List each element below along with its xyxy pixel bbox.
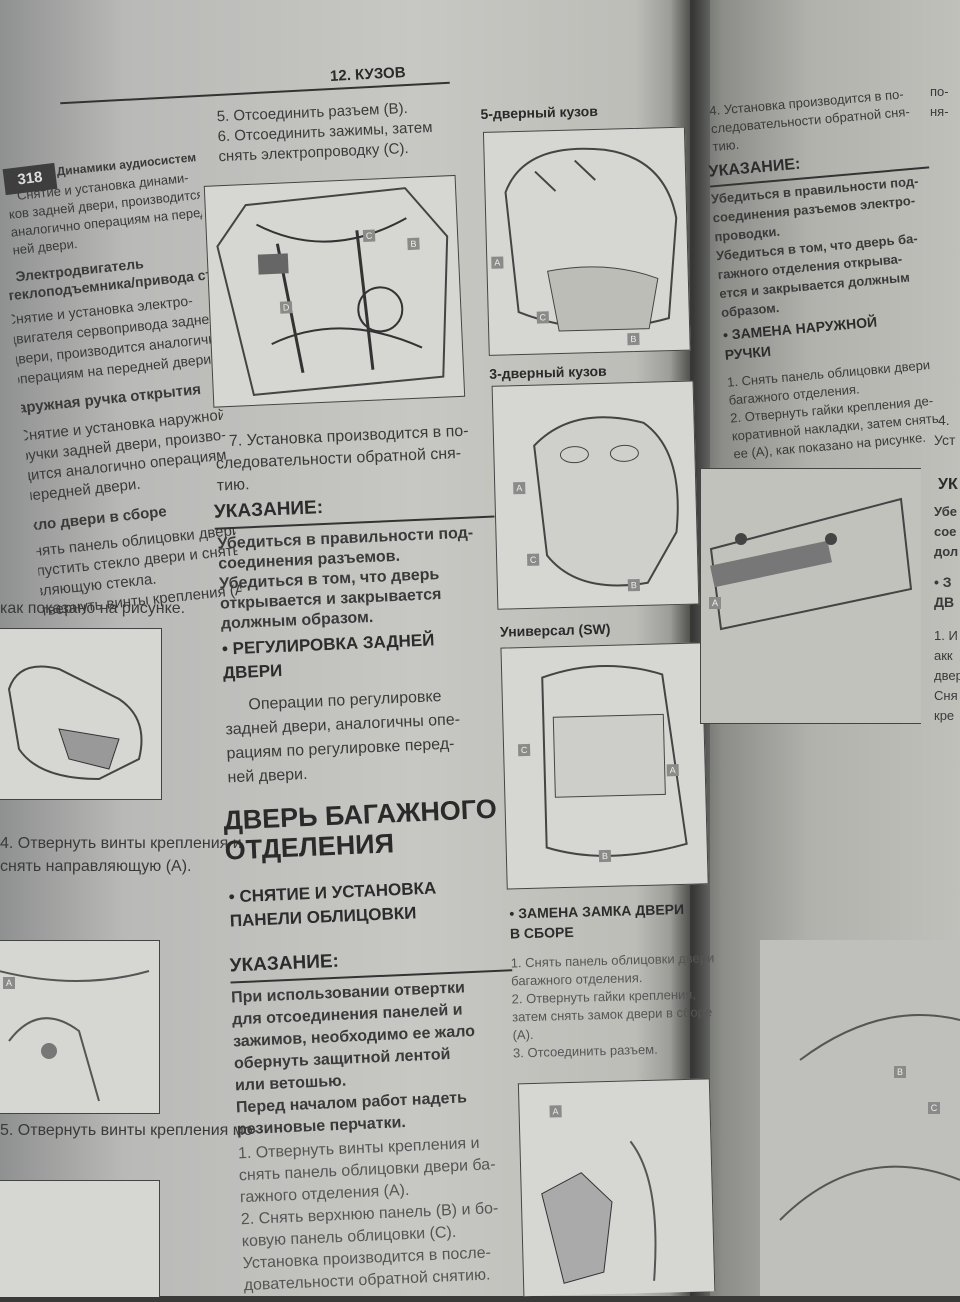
lock-title: • ЗАМЕНА ЗАМКА ДВЕРИ <box>509 900 685 922</box>
door-glass-drawing <box>7 665 143 781</box>
col-a-line: 4. Отвернуть винты крепления и <box>0 835 242 852</box>
frag: УК <box>938 476 958 493</box>
label-b: B <box>894 1066 906 1078</box>
body5-caption: 5-дверный кузов <box>480 102 599 122</box>
label-a: A <box>549 1105 562 1118</box>
right-line: тию. <box>711 136 740 155</box>
label-c: C <box>536 311 549 324</box>
remove-title: ПАНЕЛИ ОБЛИЦОВКИ <box>229 903 417 931</box>
label-b: B <box>627 578 641 592</box>
figure-lock: A <box>517 1078 716 1297</box>
label-a: A <box>666 764 679 777</box>
frag: • З <box>934 574 952 590</box>
column-c: 5-дверный кузов A C B 3-дверный кузов A … <box>480 91 721 1297</box>
tailgate-5door-drawing <box>504 147 678 332</box>
label-a: A <box>491 256 504 269</box>
frag: Уст <box>934 432 956 448</box>
figure-5door: A C B <box>482 126 691 356</box>
note1-title: УКАЗАНИЕ: <box>213 497 324 523</box>
frag: сое <box>934 524 957 539</box>
frag: кре <box>934 708 955 723</box>
right-note-title: УКАЗАНИЕ: <box>708 155 802 181</box>
frag: ня- <box>930 104 949 119</box>
tailgate-sw-drawing <box>541 665 688 857</box>
section-title: ОТДЕЛЕНИЯ <box>224 828 395 866</box>
frag: 1. И <box>934 628 958 643</box>
right-note-line: образом. <box>720 300 780 321</box>
label-b: B <box>598 849 612 863</box>
handle-title: РУЧКИ <box>724 342 772 363</box>
adjust-line: ней двери. <box>227 765 308 787</box>
figure-door-glass <box>0 628 162 800</box>
figure-right-bottom: B C <box>760 940 960 1296</box>
rear-door-wiring-drawing <box>216 187 449 397</box>
label-c: C <box>527 553 540 566</box>
frag: по- <box>930 84 949 99</box>
frag: дол <box>934 544 959 559</box>
adjust-title: ДВЕРИ <box>222 660 283 683</box>
adjust-title: • РЕГУЛИРОВКА ЗАДНЕЙ <box>221 630 435 659</box>
body3-caption: 3-дверный кузов <box>489 362 607 382</box>
label-c: C <box>928 1102 940 1114</box>
guide-drawing <box>0 970 150 1102</box>
figure-3door: A C B <box>491 380 700 610</box>
figure-handle: A <box>700 468 921 724</box>
label-c: C <box>517 743 531 757</box>
col-a-line: 5. Отвернуть винты крепления мо- <box>0 1122 258 1139</box>
frag: Сня <box>934 688 958 703</box>
step7-line: тию. <box>216 476 250 495</box>
figure-bottom-left <box>0 1180 160 1297</box>
column-b: 5. Отсоединить разъем (B). 6. Отсоединит… <box>200 88 522 1295</box>
frag: дверь <box>934 668 960 683</box>
figure-rear-door-wiring: B C D <box>203 174 466 408</box>
lock-step: затем снять замок двери в сборе <box>511 1004 713 1025</box>
figure-guide: A <box>0 940 160 1114</box>
label-b: B <box>407 237 420 251</box>
col-a-line: как показано на рисунке. <box>0 600 186 617</box>
label-a: A <box>709 597 721 609</box>
frag: Убе <box>934 504 958 519</box>
figure-sw: C A B <box>500 642 709 890</box>
label-c: C <box>362 229 376 243</box>
frag: ДВ <box>934 594 955 610</box>
label-a: A <box>513 481 526 495</box>
frag: 4. <box>938 412 950 428</box>
label-d: D <box>279 301 293 314</box>
column-e: по- ня- 4. Уст УК Убе сое дол • З ДВ 1. … <box>924 70 960 750</box>
lock-step: 3. Отсоединить разъем. <box>512 1041 658 1061</box>
frag: акк <box>934 648 953 663</box>
label-a: A <box>3 977 15 989</box>
lock-drawing <box>541 1140 657 1284</box>
handle-drawing <box>709 497 913 631</box>
tailgate-3door-drawing <box>533 416 679 587</box>
note2-title: УКАЗАНИЕ: <box>229 950 340 977</box>
col-a-line: снять направляющую (A). <box>0 858 192 875</box>
sw-caption: Универсал (SW) <box>499 620 611 640</box>
right-bottom-drawing <box>779 1014 960 1221</box>
lock-title: В СБОРЕ <box>509 923 574 942</box>
label-b: B <box>627 332 640 346</box>
